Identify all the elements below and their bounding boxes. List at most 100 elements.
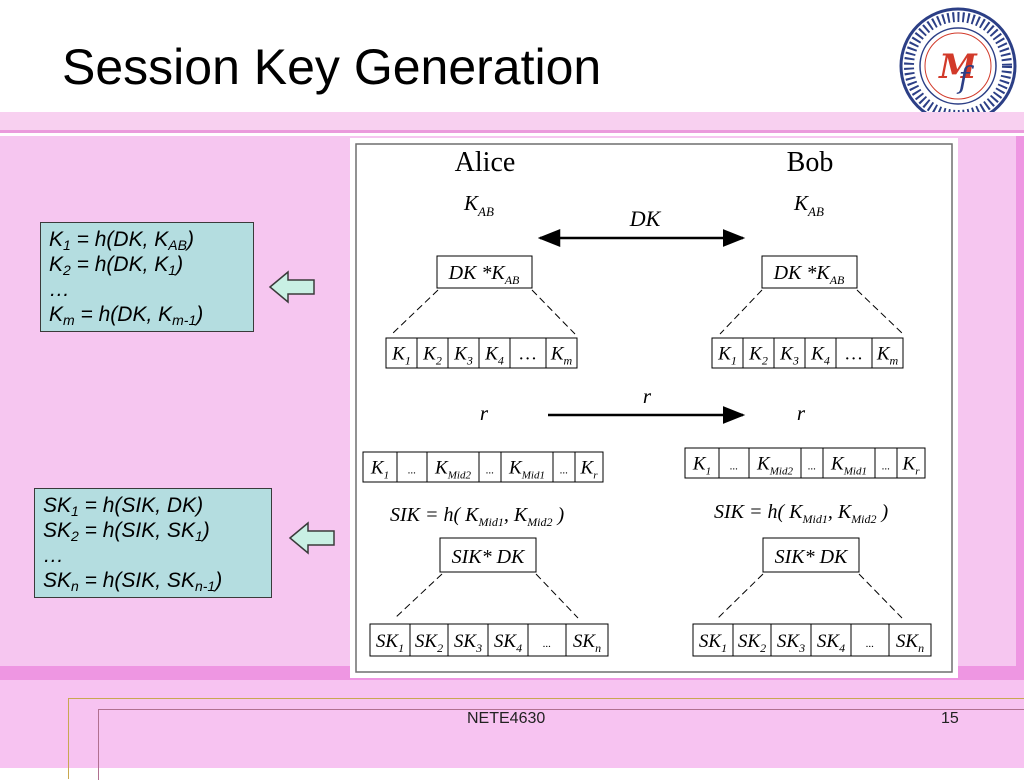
alice-r-cell-label: K1 (370, 458, 389, 482)
alice-r-cell (574, 451, 604, 483)
alice-sik-formula: SIK = h( KMid1, KMid2 ) (390, 504, 565, 529)
equation-k1: K1 = h(DK, KAB) (49, 228, 194, 253)
session-key-equations: SK1 = h(SIK, DK) SK2 = h(SIK, SK1) … SKn… (34, 488, 272, 598)
footer-page-number: 15 (941, 710, 959, 727)
left-arrow-icon (268, 270, 315, 304)
bob-sk-cell (732, 623, 772, 657)
footer-frame-inner (98, 709, 1024, 780)
bob-key-cell (773, 337, 806, 369)
alice-key-cell-label: K3 (453, 344, 473, 368)
alice-r-cell-label: ... (408, 465, 416, 477)
alice-r-cell (426, 451, 480, 483)
bob-r-cell-label: KMid2 (756, 454, 793, 478)
bob-sk-cell (888, 623, 932, 657)
bob-key-cell-label: Km (876, 344, 899, 368)
bob-r-cell (896, 447, 926, 479)
alice-key-cell (509, 337, 547, 369)
alice-key-cell-label: K1 (391, 344, 411, 368)
bob-r-cell-label: ... (808, 461, 816, 473)
equation-k2: K2 = h(DK, K1) (49, 253, 184, 278)
alice-sk-cell (565, 623, 609, 657)
bob-sk-cell-label: SK1 (699, 631, 727, 655)
alice-dk-kab-box (436, 255, 533, 289)
alice-key-cell-label: … (520, 344, 537, 365)
alice-r-cell (396, 451, 428, 483)
alice-sik-dk-text: SIK* DK (452, 546, 526, 568)
alice-sk-cell (447, 623, 489, 657)
alice-sk-cell (487, 623, 529, 657)
bob-sk-cell (850, 623, 890, 657)
bob-key-cell (742, 337, 775, 369)
alice-sik-dk-box (439, 537, 537, 573)
university-logo: M f (899, 7, 1017, 125)
bob-sik-formula: SIK = h( KMid1, KMid2 ) (714, 501, 889, 526)
footer-area (0, 680, 1024, 768)
bob-key-cell-label: … (846, 344, 863, 365)
alice-r-cell (362, 451, 398, 483)
equation-sk1: SK1 = h(SIK, DK) (43, 494, 204, 519)
bob-sk-cell-label: SK2 (738, 631, 766, 655)
alice-sk-cell-label: SK4 (494, 631, 522, 655)
bob-key-cell (871, 337, 904, 369)
alice-sk-cell-label: SK2 (415, 631, 443, 655)
alice-kab: KAB (463, 191, 494, 219)
bob-sk-cell-label: SK3 (777, 631, 805, 655)
bob-key-cell-label: K3 (779, 344, 799, 368)
equation-sk2: SK2 = h(SIK, SK1) (43, 519, 210, 544)
bob-kab: KAB (793, 191, 824, 219)
alice-r-cell-label: Kr (580, 458, 599, 482)
alice-sk-cell (527, 623, 567, 657)
r-label: r (643, 384, 652, 408)
alice-sk-cell-label: SKn (573, 631, 601, 655)
alice-key-cell-label: K2 (422, 344, 442, 368)
bob-key-cell-label: K4 (810, 344, 830, 368)
header-band (0, 112, 1024, 132)
alice-r-cell-label: KMid2 (434, 458, 471, 482)
alice-sk-cell (409, 623, 449, 657)
alice-r-cell (500, 451, 554, 483)
alice-key-cell (545, 337, 578, 369)
bob-r-cell (718, 447, 750, 479)
bob-dk-kab-text: DK *KAB (773, 262, 845, 287)
slide-title: Session Key Generation (62, 39, 602, 95)
dk-label: DK (629, 206, 662, 231)
bob-key-cell (835, 337, 873, 369)
bob-r-cell (748, 447, 802, 479)
header-divider (0, 130, 1024, 133)
footer-course-code: NETE4630 (467, 710, 546, 727)
bob-r-cell (822, 447, 876, 479)
bob-r-cell (684, 447, 720, 479)
bob-r-chain: K1...KMid2...KMid1...Kr (684, 447, 926, 479)
alice-sk-cell-label: SK3 (454, 631, 482, 655)
bob-sk-cell (692, 623, 734, 657)
derivation-lines-lower (394, 573, 903, 619)
bob-sik-dk-text: SIK* DK (775, 546, 849, 568)
bob-r-cell-label: ... (730, 461, 738, 473)
alice-sk-cell-label: SK1 (376, 631, 404, 655)
bob-sk-cell-label: ... (866, 638, 874, 650)
bob-key-cell-label: K2 (748, 344, 768, 368)
equation-skn: SKn = h(SIK, SKn-1) (43, 569, 223, 594)
bob-r-label: r (797, 401, 806, 425)
alice-label: Alice (455, 147, 516, 178)
alice-key-cell (478, 337, 511, 369)
bob-key-cell-label: K1 (717, 344, 737, 368)
bob-session-key-chain: SK1 SK2 SK3 SK4... SKn (692, 623, 932, 657)
equation-ellipsis: … (43, 544, 64, 567)
alice-r-chain: K1...KMid2...KMid1...Kr (362, 451, 604, 483)
alice-r-cell-label: ... (486, 465, 494, 477)
derivation-lines-upper (391, 289, 904, 335)
alice-key-cell-label: K4 (484, 344, 504, 368)
bob-sk-cell-label: SKn (896, 631, 924, 655)
bob-key-chain: K1 K2 K3 K4 … Km (711, 337, 904, 369)
alice-key-cell (416, 337, 449, 369)
footer-frame-outer (68, 698, 1024, 779)
alice-dk-kab-text: DK *KAB (448, 262, 520, 287)
bob-sk-cell-label: SK4 (817, 631, 845, 655)
bob-dk-kab-box (761, 255, 858, 289)
alice-r-cell-label: ... (560, 465, 568, 477)
svg-text:M: M (938, 47, 978, 87)
